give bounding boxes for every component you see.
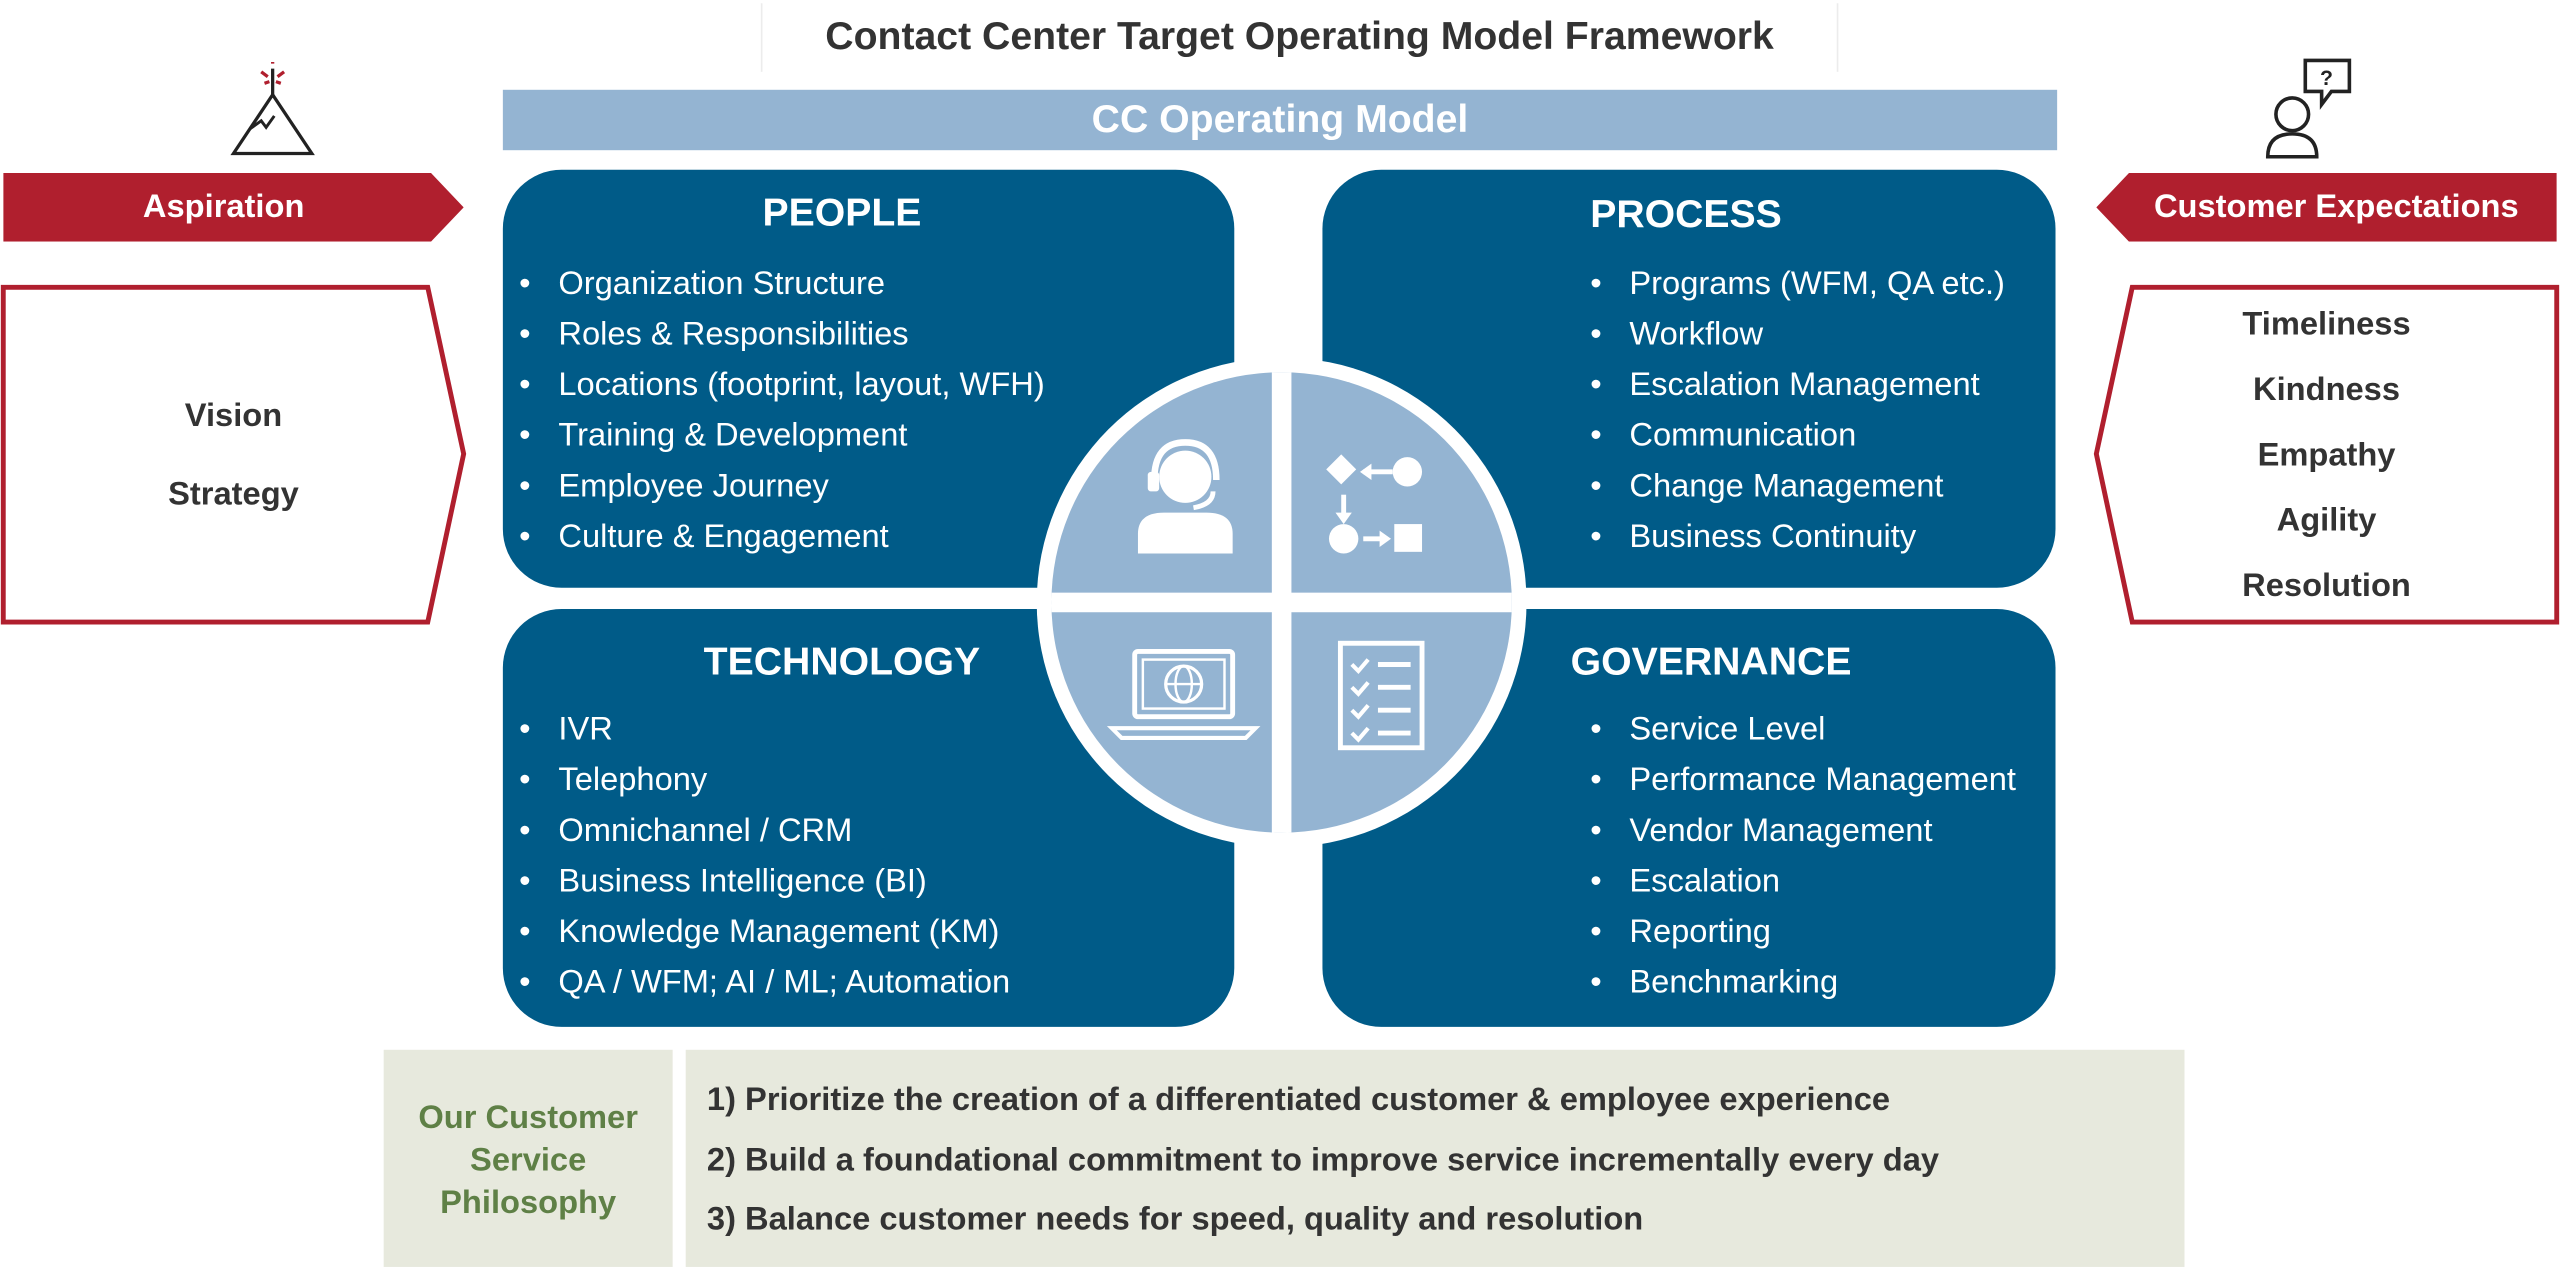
process-list: Programs (WFM, QA etc.) Workflow Escalat… [1590,260,2005,564]
workflow-icon [1326,454,1423,554]
expectation-item: Timeliness [2242,306,2411,343]
list-item: Change Management [1590,462,2005,513]
philosophy-label-line: Philosophy [440,1185,617,1222]
list-item: Culture & Engagement [519,513,1045,564]
customer-expectations-box: Timeliness Kindness Empathy Agility Reso… [2093,284,2560,625]
expectation-item: Resolution [2242,568,2411,605]
list-item: Workflow [1590,310,2005,361]
list-item: Omnichannel / CRM [519,807,1010,858]
aspiration-label: Aspiration [142,189,305,226]
governance-list: Service Level Performance Management Ven… [1590,705,2016,1009]
list-item: Organization Structure [519,260,1045,311]
philosophy-label-line: Our Customer [418,1100,638,1137]
people-title: PEOPLE [762,191,922,236]
expectation-item: Kindness [2253,372,2401,409]
mountain-flag-icon [230,62,315,156]
list-item: Escalation Management [1590,361,2005,412]
aspiration-banner: Aspiration [3,173,464,242]
expectation-item: Empathy [2257,437,2396,474]
list-item: Business Intelligence (BI) [519,857,1010,908]
customer-expectations-banner: Customer Expectations [2096,173,2557,242]
list-item: Reporting [1590,908,2016,959]
headset-agent-icon [1137,439,1233,554]
list-item: Communication [1590,411,2005,462]
list-item: Employee Journey [519,462,1045,513]
aspiration-box: Vision Strategy [0,284,467,625]
technology-title: TECHNOLOGY [703,639,981,685]
list-item: Business Continuity [1590,513,2005,564]
list-item: Benchmarking [1590,958,2016,1009]
svg-text:?: ? [2320,67,2333,90]
philosophy-points: 1) Prioritize the creation of a differen… [685,1049,2185,1267]
philosophy-label-line: Service [470,1142,587,1179]
expectation-item: Agility [2276,502,2377,539]
central-hub [1036,357,1527,848]
list-item: Programs (WFM, QA etc.) [1590,260,2005,311]
list-item: Escalation [1590,857,2016,908]
page-title: Contact Center Target Operating Model Fr… [760,3,1839,72]
philosophy-point: 1) Prioritize the creation of a differen… [706,1082,1891,1119]
philosophy-point: 2) Build a foundational commitment to im… [706,1142,1940,1179]
process-title: PROCESS [1590,192,1782,237]
list-item: Performance Management [1590,756,2016,807]
list-item: Knowledge Management (KM) [519,908,1010,959]
aspiration-item: Strategy [168,476,299,513]
person-question-icon: ? [2265,58,2352,159]
aspiration-item: Vision [184,398,283,435]
customer-expectations-label: Customer Expectations [2153,189,2519,226]
list-item: Telephony [519,756,1010,807]
governance-title: GOVERNANCE [1570,639,1852,685]
list-item: Vendor Management [1590,807,2016,858]
operating-model-bar: CC Operating Model [502,89,2058,151]
checklist-icon [1337,640,1425,751]
laptop-globe-icon [1106,648,1261,740]
list-item: QA / WFM; AI / ML; Automation [519,958,1010,1009]
list-item: Service Level [1590,705,2016,756]
list-item: Roles & Responsibilities [519,310,1045,361]
list-item: IVR [519,705,1010,756]
people-list: Organization Structure Roles & Responsib… [519,260,1045,564]
technology-list: IVR Telephony Omnichannel / CRM Business… [519,705,1010,1009]
philosophy-label: Our Customer Service Philosophy [383,1049,673,1267]
philosophy-point: 3) Balance customer needs for speed, qua… [706,1201,1644,1238]
list-item: Training & Development [519,411,1045,462]
list-item: Locations (footprint, layout, WFH) [519,361,1045,412]
